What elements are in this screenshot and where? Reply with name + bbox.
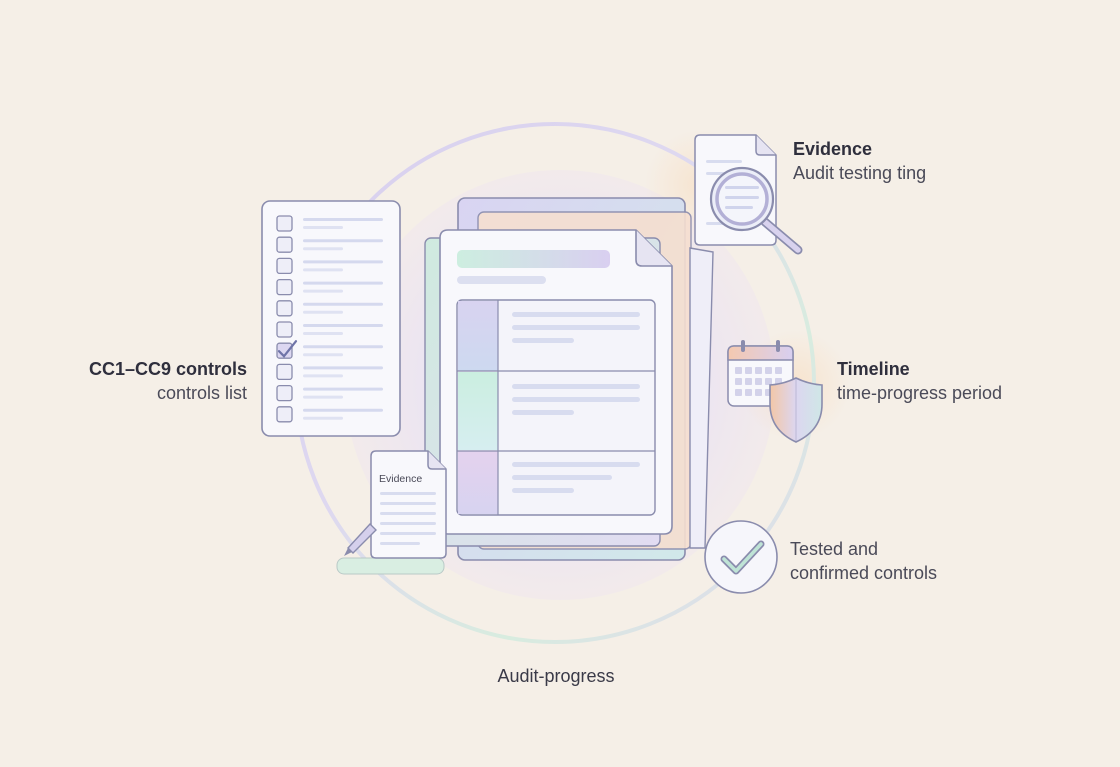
- checklist-line: [303, 302, 383, 306]
- checklist-line: [303, 408, 383, 412]
- checkmark-icon: [277, 340, 298, 358]
- checklist-line: [303, 239, 383, 243]
- checklist-checkbox: [276, 278, 293, 296]
- checklist-checkbox: [276, 215, 293, 232]
- calendar-cell: [735, 389, 742, 396]
- checklist-line: [303, 260, 383, 264]
- evidence-document-icon: [336, 450, 447, 575]
- checklist-line: [303, 268, 343, 272]
- calendar-cell: [735, 378, 742, 385]
- checklist-checkbox: [276, 406, 293, 423]
- checklist-line: [303, 374, 343, 378]
- tested-label: Tested and confirmed controls: [790, 537, 1050, 585]
- evidence-label: Evidence Audit testing ting: [793, 137, 1053, 185]
- calendar-cell: [755, 378, 762, 385]
- timeline-label: Timeline time-progress period: [837, 357, 1097, 405]
- document-stack-icon: [424, 197, 714, 561]
- checklist-checkbox: [276, 236, 293, 253]
- checklist-checkbox: [276, 363, 293, 381]
- magnifier-icon: [709, 166, 803, 255]
- checklist-line: [303, 226, 343, 229]
- checklist-line: [303, 366, 383, 370]
- checklist-checkbox: [276, 257, 293, 275]
- evidence-title: Evidence: [793, 139, 873, 159]
- checklist-checkbox: [276, 321, 293, 338]
- checklist-line: [303, 289, 343, 293]
- checklist-line: [303, 247, 343, 251]
- checklist-line: [303, 310, 343, 314]
- tested-line2: confirmed controls: [790, 563, 938, 583]
- calendar-cell: [745, 389, 752, 396]
- checklist-line: [303, 281, 383, 285]
- shield-icon: [769, 377, 823, 443]
- checklist-line: [303, 416, 343, 420]
- checklist-line: [303, 353, 343, 357]
- calendar-cell: [765, 367, 772, 374]
- checklist-line: [303, 345, 383, 349]
- checklist-line: [303, 218, 383, 221]
- checklist-icon: [261, 200, 401, 437]
- checklist-line: [303, 387, 383, 391]
- audit-progress-label: Audit-progress: [497, 666, 615, 686]
- pen-icon: [344, 522, 377, 556]
- checklist-checkbox: [276, 300, 293, 317]
- checklist-line: [303, 332, 343, 335]
- calendar-cell: [735, 367, 742, 374]
- check-circle-icon: [704, 520, 778, 594]
- evidence-doc-label: Evidence: [379, 473, 423, 485]
- evidence-subtitle: Audit testing ting: [793, 163, 927, 183]
- checklist-line: [303, 324, 383, 327]
- controls-title: CC1–CC9 controls: [88, 359, 247, 379]
- calendar-cell: [775, 367, 782, 374]
- calendar-cell: [745, 367, 752, 374]
- calendar-cell: [755, 367, 762, 374]
- calendar-cell: [755, 389, 762, 396]
- checklist-line: [303, 395, 343, 399]
- checklist-checkbox: [276, 384, 293, 402]
- controls-subtitle: controls list: [156, 383, 247, 403]
- timeline-title: Timeline: [837, 359, 910, 379]
- calendar-cell: [765, 378, 772, 385]
- timeline-subtitle: time-progress period: [837, 383, 1003, 403]
- tested-line1: Tested and: [790, 539, 879, 559]
- controls-label: CC1–CC9 controls controls list: [40, 357, 247, 405]
- calendar-cell: [745, 378, 752, 385]
